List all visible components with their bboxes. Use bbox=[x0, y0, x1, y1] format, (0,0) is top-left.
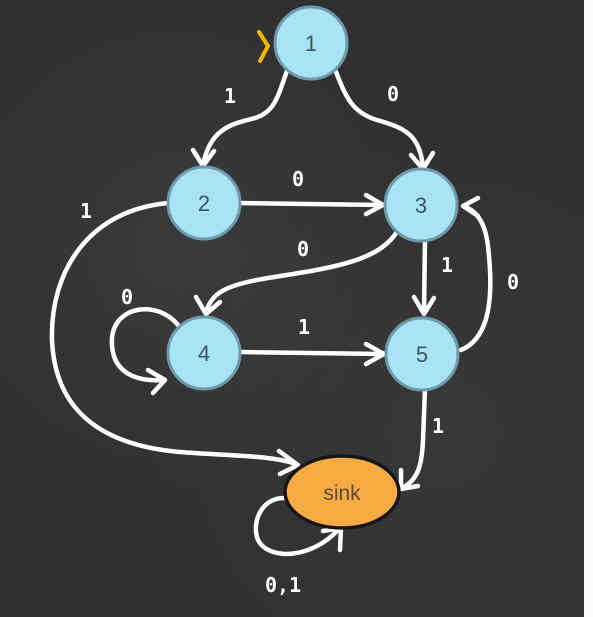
state-node-3 bbox=[383, 167, 459, 243]
arrowhead-5-to-sink bbox=[398, 467, 421, 492]
page-edge bbox=[584, 0, 593, 617]
edge-label-3-to-5: 1 bbox=[441, 253, 453, 277]
edge-label-1-to-2: 1 bbox=[224, 84, 236, 108]
edge-1-to-3 bbox=[331, 64, 426, 170]
arrowhead-2-to-3 bbox=[363, 192, 386, 217]
edge-3-to-4 bbox=[203, 227, 401, 315]
state-label-5: 5 bbox=[416, 342, 428, 367]
start-state-marker bbox=[257, 30, 270, 63]
edge-5-to-sink bbox=[399, 386, 428, 491]
arrowhead-3-to-5 bbox=[411, 294, 437, 317]
edge-4-self-loop bbox=[109, 307, 181, 383]
edge-5-to-3 bbox=[458, 203, 493, 353]
arrowhead-2-to-sink bbox=[276, 448, 301, 477]
state-node-4 bbox=[166, 315, 242, 391]
state-label-1: 1 bbox=[305, 31, 317, 56]
edge-label-5-to-sink: 1 bbox=[432, 414, 444, 438]
edge-label-sink-self-loop: 0,1 bbox=[265, 573, 301, 597]
sink-state-label: sink bbox=[323, 482, 361, 505]
sink-state-node bbox=[283, 454, 401, 530]
state-node-5 bbox=[384, 316, 460, 392]
edge-4-to-5 bbox=[237, 349, 386, 357]
arrowhead-4-self-loop bbox=[145, 367, 168, 396]
edge-label-1-to-3: 0 bbox=[387, 82, 399, 106]
edge-2-to-3 bbox=[237, 200, 385, 208]
edge-label-2-to-sink: 1 bbox=[80, 199, 92, 223]
edge-label-3-to-4: 0 bbox=[297, 237, 309, 261]
edge-sink-self-loop bbox=[253, 495, 341, 557]
state-label-3: 3 bbox=[415, 193, 427, 218]
edge-label-4-to-5: 1 bbox=[298, 315, 310, 339]
edge-1-to-2 bbox=[200, 65, 291, 168]
edge-3-to-5 bbox=[421, 235, 428, 315]
state-node-2 bbox=[166, 165, 242, 241]
arrowhead-5-to-3 bbox=[460, 195, 481, 219]
state-label-4: 4 bbox=[198, 341, 210, 366]
state-node-1 bbox=[273, 5, 349, 81]
arrowhead-3-to-4 bbox=[193, 294, 223, 317]
edge-label-5-to-3: 0 bbox=[507, 270, 519, 294]
arrowhead-4-to-5 bbox=[363, 341, 387, 367]
edge-label-4-self-loop: 0 bbox=[121, 285, 133, 309]
edge-2-to-sink bbox=[49, 200, 299, 467]
edge-label-2-to-3: 0 bbox=[292, 167, 304, 191]
state-label-2: 2 bbox=[198, 191, 210, 216]
